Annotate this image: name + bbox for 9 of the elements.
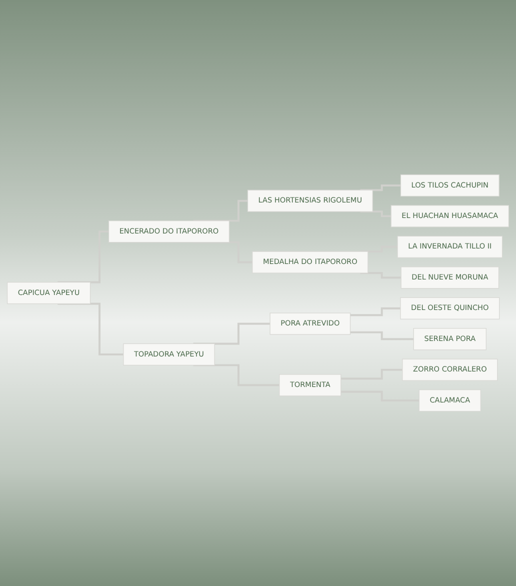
- connector: [58, 230, 110, 284]
- connector: [58, 302, 124, 356]
- connector: [340, 368, 404, 380]
- connector: [193, 364, 280, 386]
- connector: [350, 307, 402, 316]
- connector: [193, 322, 272, 345]
- connector: [360, 184, 402, 192]
- connector: [350, 331, 415, 340]
- connector: [340, 390, 420, 402]
